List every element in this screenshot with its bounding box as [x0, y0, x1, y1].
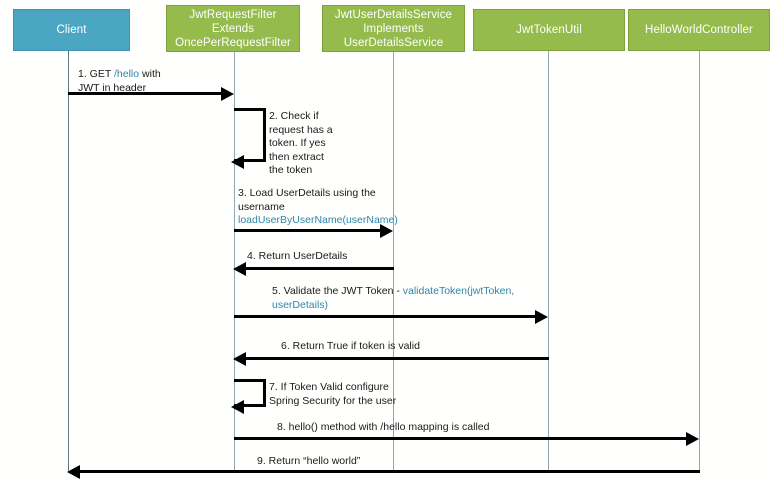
participant-jwt-user-details-service[interactable]: JwtUserDetailsService Implements UserDet… — [322, 5, 465, 52]
message-1-number: 1. — [78, 68, 87, 80]
message-2-number: 2. — [269, 110, 278, 122]
message-1-text-a: GET — [86, 68, 114, 80]
message-8-arrow-line — [234, 437, 688, 440]
lifeline-client — [68, 51, 69, 471]
message-2-self-loop — [234, 108, 266, 162]
message-3-arrowhead — [380, 224, 393, 238]
message-5-label: 5. Validate the JWT Token - validateToke… — [272, 285, 542, 312]
message-6-arrowhead — [233, 352, 246, 366]
message-1-label: 1. GET /hello with JWT in header — [78, 68, 238, 95]
message-3-label: 3. Load UserDetails using the username l… — [238, 187, 418, 228]
lifeline-jwt-user-details-service — [393, 52, 394, 471]
message-5-arrow-line — [234, 315, 537, 318]
message-4-label: 4. Return UserDetails — [247, 250, 447, 264]
message-7-arrowhead — [231, 400, 244, 414]
message-7-self-loop — [234, 379, 266, 407]
message-5-text: Validate the JWT Token - — [280, 285, 403, 297]
message-9-label: 9. Return “hello world” — [257, 455, 537, 469]
message-6-number: 6. — [281, 340, 290, 352]
participant-client[interactable]: Client — [13, 9, 130, 51]
message-3-arrow-line — [234, 229, 382, 232]
message-8-label: 8. hello() method with /hello mapping is… — [277, 421, 677, 435]
message-4-arrowhead — [233, 262, 246, 276]
lifeline-jwt-request-filter — [234, 52, 235, 471]
message-4-number: 4. — [247, 250, 256, 262]
participant-hello-world-controller[interactable]: HelloWorldController — [628, 9, 770, 51]
message-9-arrowhead — [67, 465, 80, 479]
message-7-text: If Token Valid configure Spring Security… — [269, 381, 397, 407]
participant-jwt-token-util-label: JwtTokenUtil — [516, 24, 582, 36]
message-5-code: validateToken(jwtToken, userDetails) — [272, 285, 515, 311]
participant-jwt-request-filter-label: JwtRequestFilter Extends OncePerRequestF… — [175, 8, 291, 49]
message-4-arrow-line — [246, 267, 394, 270]
message-8-number: 8. — [277, 421, 286, 433]
message-1-text-b: with JWT in header — [78, 68, 161, 94]
message-6-label: 6. Return True if token is valid — [281, 340, 541, 354]
message-8-arrowhead — [686, 432, 699, 446]
message-3-number: 3. — [238, 187, 247, 199]
participant-jwt-user-details-service-label: JwtUserDetailsService Implements UserDet… — [334, 8, 453, 49]
message-9-number: 9. — [257, 455, 266, 467]
message-2-label: 2. Check if request has a token. If yes … — [269, 110, 341, 178]
message-7-number: 7. — [269, 381, 278, 393]
message-5-arrowhead — [535, 310, 548, 324]
message-1-arrow-line — [68, 92, 223, 95]
participant-client-label: Client — [56, 24, 87, 36]
message-9-text: Return “hello world” — [265, 455, 361, 467]
participant-jwt-request-filter[interactable]: JwtRequestFilter Extends OncePerRequestF… — [166, 5, 300, 52]
message-3-code: loadUserByUserName(userName) — [238, 214, 398, 226]
message-1-code: /hello — [114, 68, 140, 80]
message-3-text: Load UserDetails using the username — [238, 187, 376, 213]
lifeline-hello-world-controller — [699, 51, 700, 471]
message-6-text: Return True if token is valid — [289, 340, 420, 352]
message-7-label: 7. If Token Valid configure Spring Secur… — [269, 381, 449, 408]
message-2-text: Check if request has a token. If yes the… — [269, 110, 333, 176]
message-6-arrow-line — [246, 357, 549, 360]
participant-hello-world-controller-label: HelloWorldController — [645, 24, 753, 36]
lifeline-jwt-token-util — [548, 51, 549, 471]
message-4-text: Return UserDetails — [255, 250, 348, 262]
message-8-text: hello() method with /hello mapping is ca… — [285, 421, 490, 433]
message-5-number: 5. — [272, 285, 281, 297]
message-2-arrowhead — [231, 155, 244, 169]
message-9-arrow-line — [80, 470, 700, 473]
message-1-arrowhead — [221, 87, 234, 101]
participant-jwt-token-util[interactable]: JwtTokenUtil — [473, 9, 625, 51]
